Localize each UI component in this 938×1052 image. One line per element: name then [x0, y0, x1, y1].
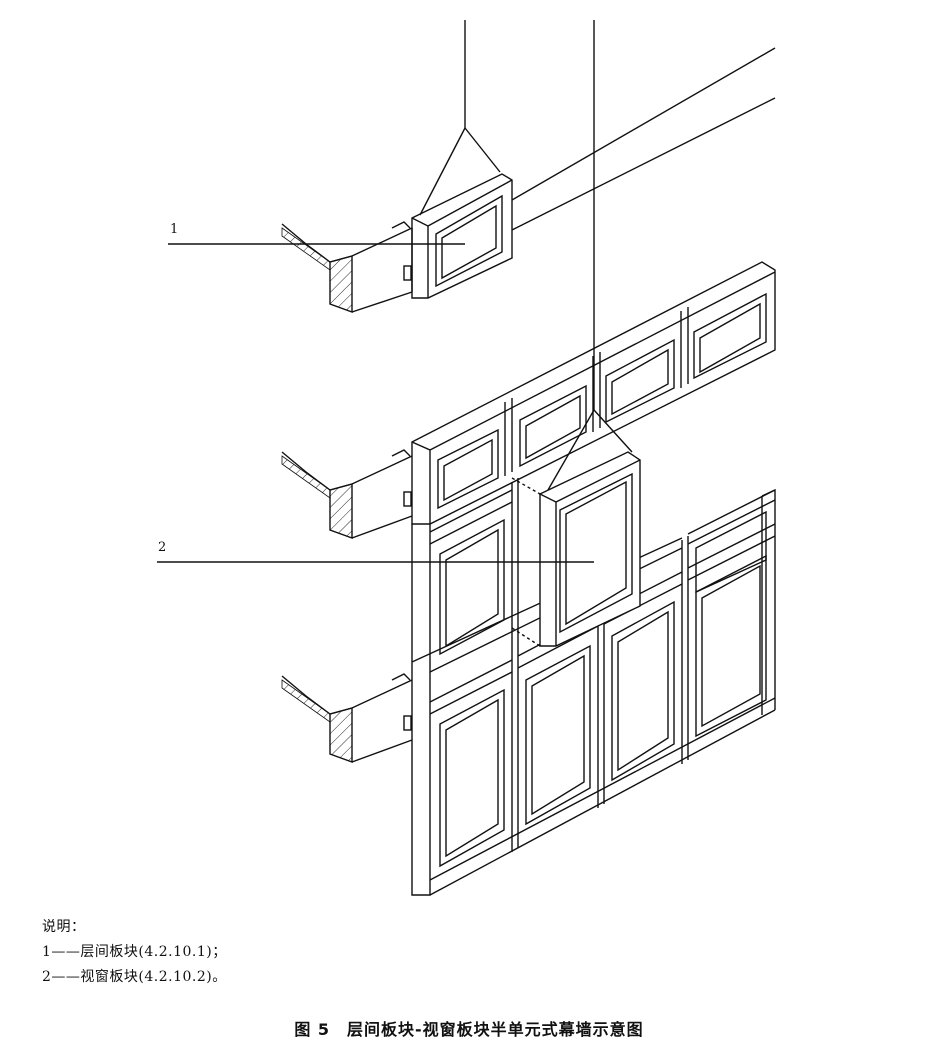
floor-beam-lines: [511, 47, 776, 231]
floor-slab-middle: [281, 449, 413, 539]
spandrel-row: [411, 261, 776, 525]
note-item-2: 2——视窗板块(4.2.10.2)。: [42, 969, 227, 985]
curtain-wall-diagram: [157, 20, 776, 896]
vision-panel-hoisted: [511, 20, 641, 647]
leader-label-2: 2: [158, 540, 167, 555]
figure-caption: 图 5 层间板块-视窗板块半单元式幕墙示意图: [294, 1020, 644, 1039]
floor-slab-top: [281, 221, 413, 313]
note-item-1: 1——层间板块(4.2.10.1)；: [42, 944, 227, 960]
floor-slab-bottom: [281, 673, 413, 763]
notes-heading: 说明：: [42, 919, 86, 935]
spandrel-panel-hoisted: [411, 20, 513, 299]
leader-label-1: 1: [170, 222, 179, 237]
notes-block: 说明： 1——层间板块(4.2.10.1)； 2——视窗板块(4.2.10.2)…: [42, 915, 227, 990]
